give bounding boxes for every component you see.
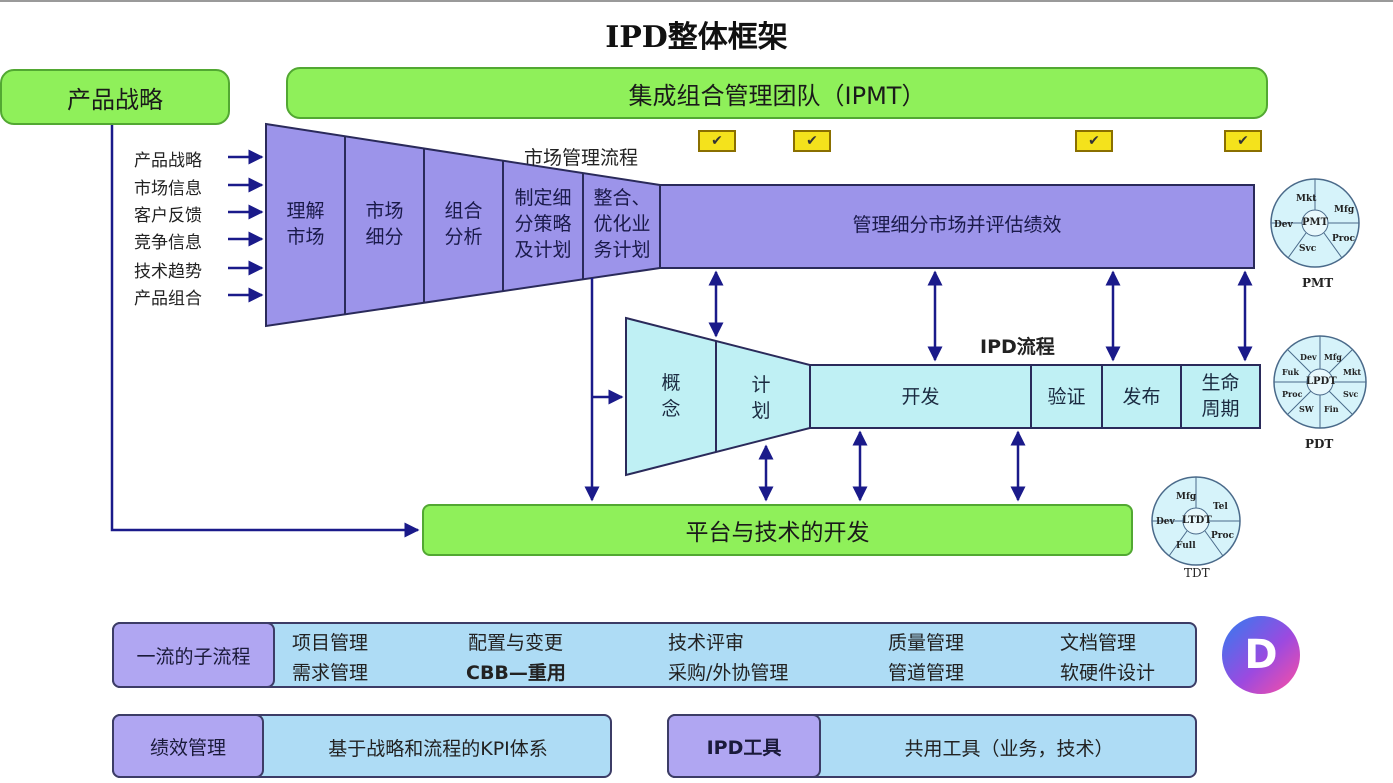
team-seg: Fin <box>1324 404 1339 414</box>
team-seg: Mkt <box>1343 367 1362 377</box>
pdt-team-icon <box>1273 335 1367 429</box>
ipd-step: 开发 <box>901 386 940 408</box>
subprocess-box <box>112 622 1197 688</box>
market-process-label: 市场管理流程 <box>524 147 639 169</box>
manage-bar <box>659 184 1255 269</box>
ipd-step: 验证 <box>1047 386 1086 408</box>
pmt-team-icon <box>1270 178 1360 268</box>
subprocess-item: CBB—重用 <box>466 662 566 684</box>
pmt-center: PMT <box>1302 217 1329 228</box>
team-seg: Svc <box>1343 389 1359 399</box>
page-title: IPD整体框架 <box>605 20 788 55</box>
team-seg: SW <box>1299 404 1314 414</box>
team-seg: Fuk <box>1282 367 1299 377</box>
ipd-step: 发布 <box>1122 386 1161 408</box>
ipd-step: 生命 周期 <box>1201 372 1240 420</box>
team-seg: Dev <box>1274 220 1293 230</box>
input-label: 客户反馈 <box>134 206 202 226</box>
team-seg: Mfg <box>1176 492 1197 502</box>
ipmt-bar: 集成组合管理团队（IPMT） <box>286 67 1268 119</box>
strategy-to-platform-arrow <box>110 125 420 538</box>
top-divider <box>0 0 1393 2</box>
pmt-label: PMT <box>1302 276 1334 290</box>
tdt-label: TDT <box>1184 566 1210 580</box>
funnel-step: 市场 细分 <box>365 200 404 248</box>
subprocess-item: 采购/外协管理 <box>668 662 789 684</box>
team-seg: Full <box>1176 541 1196 551</box>
team-seg: Mkt <box>1296 194 1317 204</box>
performance-caption: 绩效管理 <box>112 714 264 778</box>
team-seg: Proc <box>1332 234 1355 244</box>
subprocess-item: 技术评审 <box>668 632 745 654</box>
ipd-bar <box>809 364 1261 429</box>
platform-bar: 平台与技术的开发 <box>422 504 1133 556</box>
team-seg: Proc <box>1282 389 1303 399</box>
tdt-center: LTDT <box>1182 515 1212 526</box>
input-label: 竞争信息 <box>134 233 202 253</box>
tools-caption: IPD工具 <box>667 714 821 778</box>
input-label: 产品组合 <box>134 289 202 309</box>
team-seg: Dev <box>1156 517 1175 527</box>
ipd-step: 概 念 <box>661 372 681 420</box>
checkpoint-icon: ✔ <box>698 130 736 152</box>
subprocess-item: 质量管理 <box>888 632 965 654</box>
pdt-center: LPDT <box>1306 376 1337 387</box>
funnel-step: 整合、 优化业 务计划 <box>593 187 651 261</box>
subprocess-item: 配置与变更 <box>468 632 564 654</box>
subprocess-item: 项目管理 <box>292 632 369 654</box>
team-seg: Tel <box>1213 502 1228 512</box>
tools-content: 共用工具（业务，技术） <box>904 738 1114 760</box>
team-seg: Dev <box>1300 352 1317 362</box>
subprocess-caption: 一流的子流程 <box>112 622 275 688</box>
subprocess-item: 管道管理 <box>888 662 965 684</box>
manage-bar-label: 管理细分市场并评估绩效 <box>852 214 1062 236</box>
team-seg: Svc <box>1299 244 1317 254</box>
ipd-step: 计 划 <box>751 374 771 422</box>
team-seg: Proc <box>1211 531 1234 541</box>
ipd-process-label: IPD流程 <box>980 336 1055 358</box>
funnel-step: 理解 市场 <box>286 200 325 248</box>
input-label: 产品战略 <box>134 151 202 171</box>
input-label: 市场信息 <box>134 179 202 199</box>
input-label: 技术趋势 <box>134 262 202 282</box>
performance-content: 基于战略和流程的KPI体系 <box>328 738 548 760</box>
brand-logo-icon: D <box>1222 616 1300 694</box>
team-seg: Mfg <box>1324 352 1342 362</box>
funnel-step: 组合 分析 <box>444 200 483 248</box>
funnel-step: 制定细 分策略 及计划 <box>514 187 572 261</box>
pdt-label: PDT <box>1305 437 1334 451</box>
subprocess-item: 文档管理 <box>1060 632 1137 654</box>
checkpoint-icon: ✔ <box>1075 130 1113 152</box>
product-strategy-box: 产品战略 <box>0 69 230 125</box>
checkpoint-icon: ✔ <box>793 130 831 152</box>
tdt-team-icon <box>1151 476 1241 566</box>
subprocess-item: 需求管理 <box>292 662 369 684</box>
team-seg: Mfg <box>1334 205 1355 215</box>
subprocess-item: 软硬件设计 <box>1060 662 1156 684</box>
checkpoint-icon: ✔ <box>1224 130 1262 152</box>
